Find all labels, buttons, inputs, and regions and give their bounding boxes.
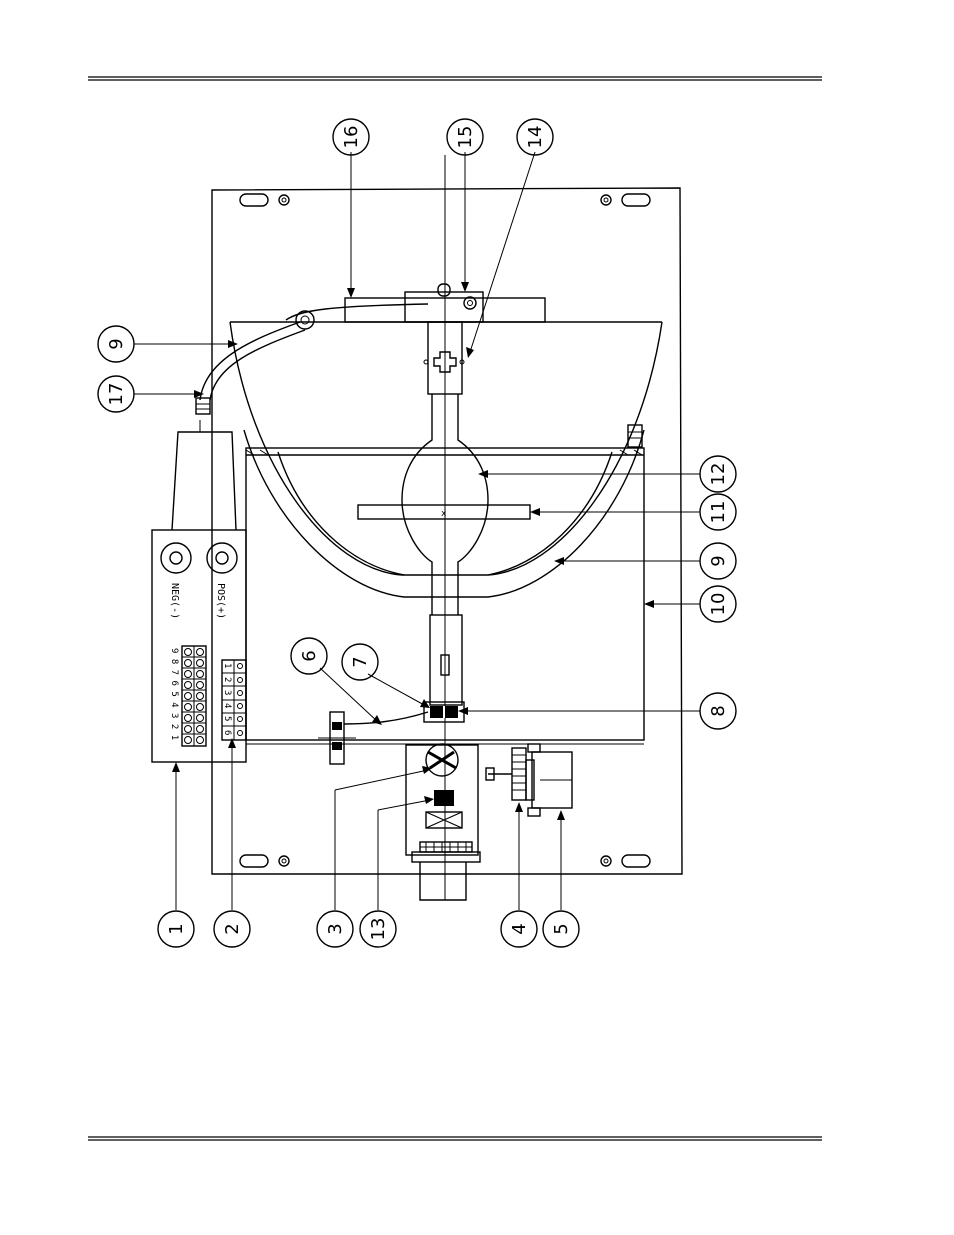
connector-strip	[222, 660, 246, 740]
connector-number-3: 3	[222, 690, 232, 695]
terminal-numbers: 9 8 7 6 5 4 3 2 1	[169, 648, 179, 740]
callout-7-label: 7	[350, 656, 371, 667]
callout-11: 11	[700, 494, 736, 530]
ground-lead	[318, 712, 428, 764]
callout-16: 16	[333, 119, 369, 155]
callout-4-label: 4	[509, 923, 530, 934]
callout-15: 15	[447, 119, 483, 155]
callout-10: 10	[700, 586, 736, 622]
connector-number-4: 4	[222, 703, 232, 708]
focus-adjuster	[406, 744, 480, 900]
connector-number-6: 6	[222, 730, 232, 735]
callout-17: 17	[98, 376, 134, 412]
callout-12: 12	[700, 456, 736, 492]
motor	[526, 744, 572, 816]
lamp: x	[358, 155, 530, 900]
connector-number-5: 5	[222, 716, 232, 721]
reflector	[230, 322, 662, 597]
adjust-knob	[486, 748, 526, 800]
callout-1-label: 1	[166, 923, 187, 934]
callout-6: 6	[291, 638, 327, 674]
callout-3-label: 3	[325, 923, 346, 934]
callout-4: 4	[501, 911, 537, 947]
callout-9-upper-label: 9	[106, 338, 127, 349]
callout-5: 5	[543, 911, 579, 947]
callout-1: 1	[158, 911, 194, 947]
callout-11-label: 11	[708, 501, 729, 524]
callout-12-label: 12	[708, 463, 729, 486]
callout-8: 8	[700, 693, 736, 729]
connector-number-2: 2	[222, 677, 232, 682]
callout-14-label: 14	[525, 126, 546, 149]
callout-15-label: 15	[455, 126, 476, 149]
callout-7: 7	[342, 644, 378, 680]
callout-10-label: 10	[708, 593, 729, 616]
terminal-box	[152, 420, 246, 762]
callout-2: 2	[214, 911, 250, 947]
svg-text:x: x	[441, 509, 447, 519]
pos-label: POS(+)	[215, 583, 226, 619]
callout-17-label: 17	[106, 383, 127, 406]
leader-lines	[134, 152, 700, 910]
callout-6-label: 6	[299, 650, 320, 661]
callout-13-label: 13	[368, 918, 389, 941]
callout-8-label: 8	[708, 705, 729, 716]
connector-number-1: 1	[222, 663, 232, 668]
bottom-rule	[88, 1137, 822, 1140]
power-cable	[196, 304, 428, 414]
callout-16-label: 16	[341, 126, 362, 149]
neg-label: NEG(-)	[169, 583, 180, 619]
terminal-strip	[182, 646, 206, 746]
mounting-plate	[212, 188, 682, 874]
callout-9-upper: 9	[98, 326, 134, 362]
callout-2-label: 2	[222, 923, 243, 934]
callout-9-lower: 9	[700, 543, 736, 579]
top-rule	[88, 77, 822, 80]
callout-14: 14	[517, 119, 553, 155]
callout-5-label: 5	[551, 923, 572, 934]
callout-13: 13	[360, 911, 396, 947]
callout-3: 3	[317, 911, 353, 947]
callout-9-lower-label: 9	[708, 555, 729, 566]
